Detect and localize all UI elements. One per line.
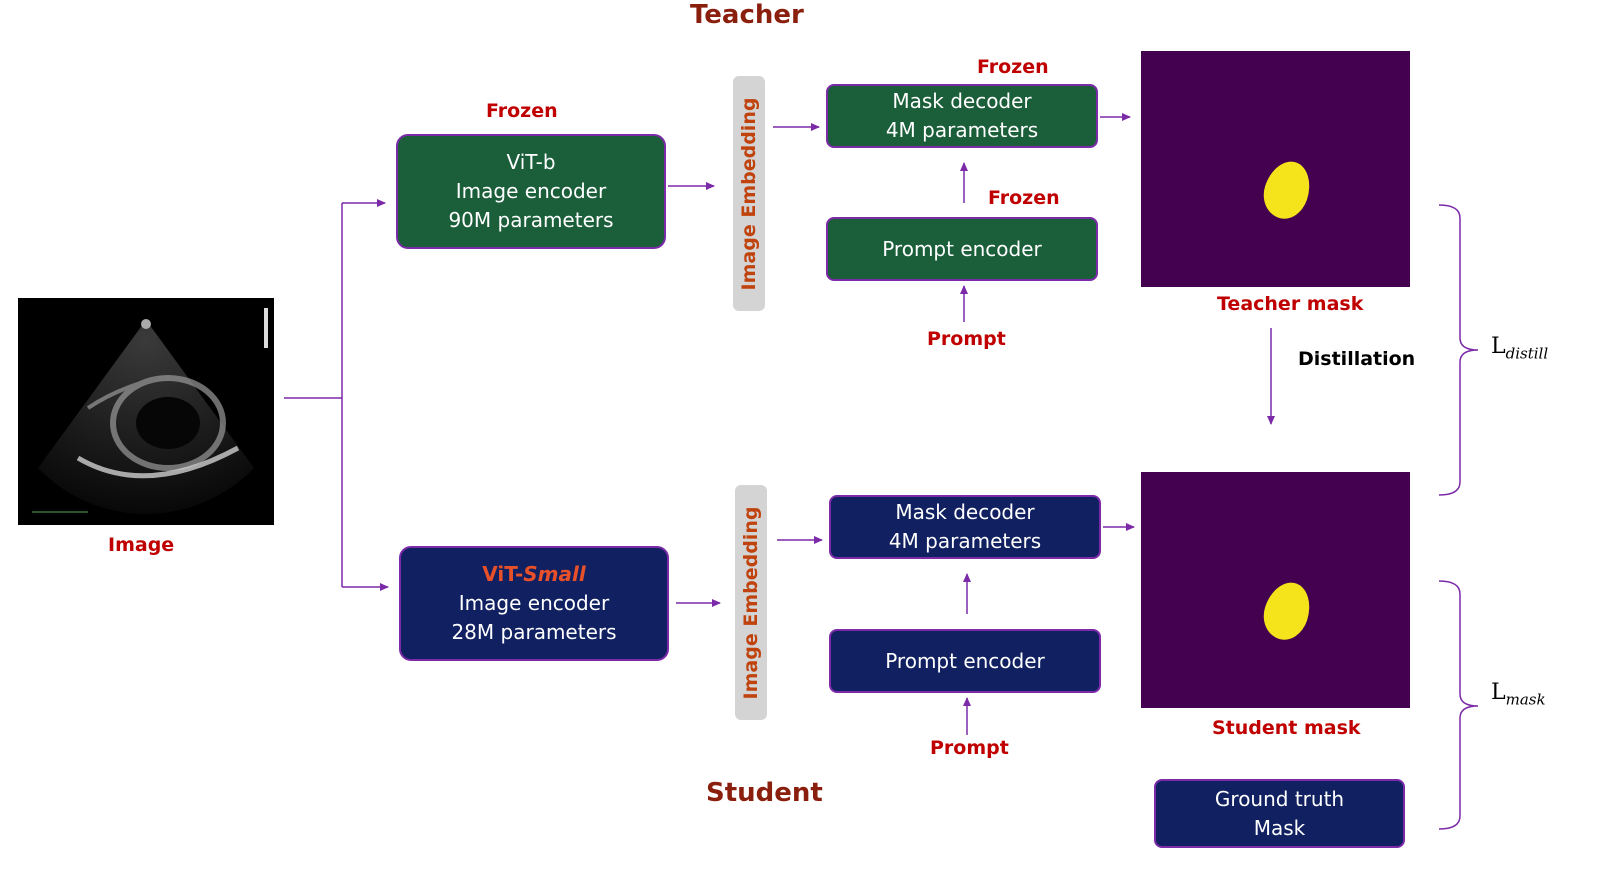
student-image-encoder: ViT-Small Image encoder 28M parameters: [399, 546, 669, 661]
teacher-prompt-frozen-label: Frozen: [988, 187, 1060, 209]
student-prompt-label: Prompt: [930, 737, 1009, 759]
teacher-mask-label: Teacher mask: [1217, 293, 1364, 315]
student-encoder-type: Image encoder: [458, 591, 610, 615]
student-title: Student: [706, 778, 823, 808]
teacher-mask-decoder: Mask decoder 4M parameters: [826, 84, 1098, 148]
teacher-title: Teacher: [690, 0, 804, 30]
teacher-image-embedding: Image Embedding: [733, 76, 765, 311]
student-mask-label: Student mask: [1212, 717, 1361, 739]
distill-loss-symbol: L: [1491, 334, 1506, 359]
student-encoder-params: 28M parameters: [451, 620, 617, 644]
distill-loss-label: Ldistill: [1491, 334, 1548, 362]
teacher-decoder-title: Mask decoder: [892, 89, 1032, 113]
input-image-label: Image: [108, 534, 175, 556]
mask-loss-label: Lmask: [1491, 680, 1546, 708]
student-mask-decoder: Mask decoder 4M parameters: [829, 495, 1101, 559]
student-mask-segment: [1257, 576, 1317, 646]
student-prompt-encoder-label: Prompt encoder: [885, 648, 1045, 673]
student-decoder-params: 4M parameters: [888, 529, 1042, 553]
student-image-embedding: Image Embedding: [735, 485, 767, 720]
student-encoder-model-variant: Small: [523, 562, 586, 586]
teacher-prompt-encoder: Prompt encoder: [826, 217, 1098, 281]
teacher-encoder-model: ViT-b: [506, 150, 556, 174]
student-encoder-model-prefix: ViT-: [482, 562, 524, 586]
teacher-mask-image: [1141, 51, 1410, 287]
teacher-encoder-type: Image encoder: [455, 179, 607, 203]
student-mask-image: [1141, 472, 1410, 708]
ground-truth-line1: Ground truth: [1214, 786, 1345, 811]
student-decoder-title: Mask decoder: [895, 500, 1035, 524]
input-echo-image: [18, 298, 274, 525]
teacher-encoder-params: 90M parameters: [448, 208, 614, 232]
mask-loss-subscript: mask: [1505, 690, 1546, 709]
student-embedding-label: Image Embedding: [740, 506, 762, 699]
student-prompt-encoder: Prompt encoder: [829, 629, 1101, 693]
teacher-image-encoder: ViT-b Image encoder 90M parameters: [396, 134, 666, 249]
teacher-prompt-label: Prompt: [927, 328, 1006, 350]
distillation-label: Distillation: [1298, 348, 1416, 370]
mask-loss-symbol: L: [1491, 680, 1506, 705]
teacher-decoder-frozen-label: Frozen: [977, 56, 1049, 78]
distill-loss-subscript: distill: [1505, 344, 1549, 363]
ground-truth-mask: Ground truth Mask: [1154, 779, 1405, 848]
teacher-decoder-params: 4M parameters: [885, 118, 1039, 142]
ground-truth-line2: Mask: [1253, 815, 1306, 840]
teacher-embedding-label: Image Embedding: [738, 97, 760, 290]
teacher-prompt-encoder-label: Prompt encoder: [882, 236, 1042, 261]
teacher-mask-segment: [1257, 155, 1317, 225]
student-encoder-model: ViT-Small: [482, 560, 585, 589]
teacher-encoder-frozen-label: Frozen: [486, 100, 558, 122]
